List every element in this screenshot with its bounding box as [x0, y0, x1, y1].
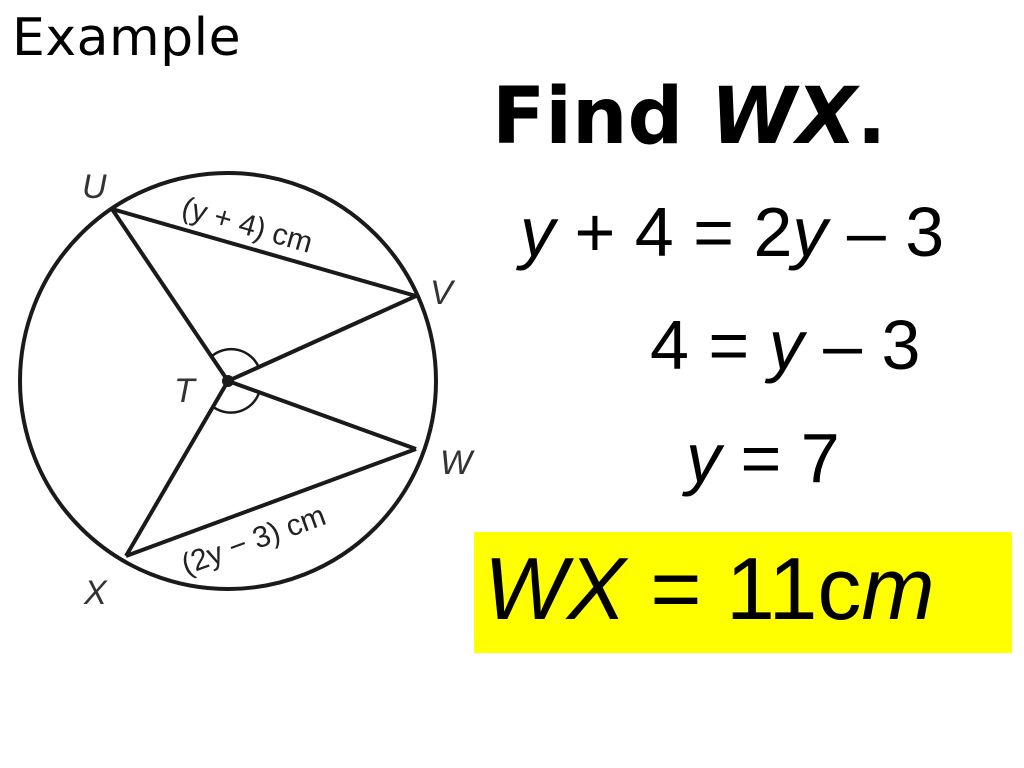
label-x: X [83, 574, 108, 612]
chord-uv [111, 207, 417, 298]
heading-prefix: Find [492, 72, 711, 162]
center-point [222, 375, 234, 387]
label-u: U [82, 168, 107, 206]
radius-tw [227, 379, 417, 451]
heading-variable: WX [710, 72, 857, 162]
answer-highlight [474, 532, 1012, 653]
heading-suffix: . [856, 72, 887, 162]
equation-line-3: y = 7 [686, 419, 840, 497]
radius-tv [227, 294, 417, 383]
circle [18, 171, 438, 591]
equation-line-1: y + 4 = 2y – 3 [520, 193, 945, 271]
circle-diagram: U V W X T (y + 4) cm (2y − 3) cm [18, 168, 475, 612]
find-heading: Find WX. [492, 72, 886, 162]
label-w: W [440, 444, 475, 482]
radius-tu [110, 207, 230, 383]
angle-arc-bottom [211, 392, 261, 414]
label-t: T [174, 372, 197, 410]
chord-wx-length: (2y − 3) cm [177, 499, 330, 582]
radius-tx [124, 379, 230, 558]
chord-wx [125, 447, 417, 558]
angle-arc-top [211, 347, 261, 369]
label-v: V [430, 274, 456, 312]
slide-title: Example [12, 8, 242, 68]
answer-equation: WX = 11cm [484, 539, 935, 638]
equation-line-2: 4 = y – 3 [650, 306, 921, 384]
